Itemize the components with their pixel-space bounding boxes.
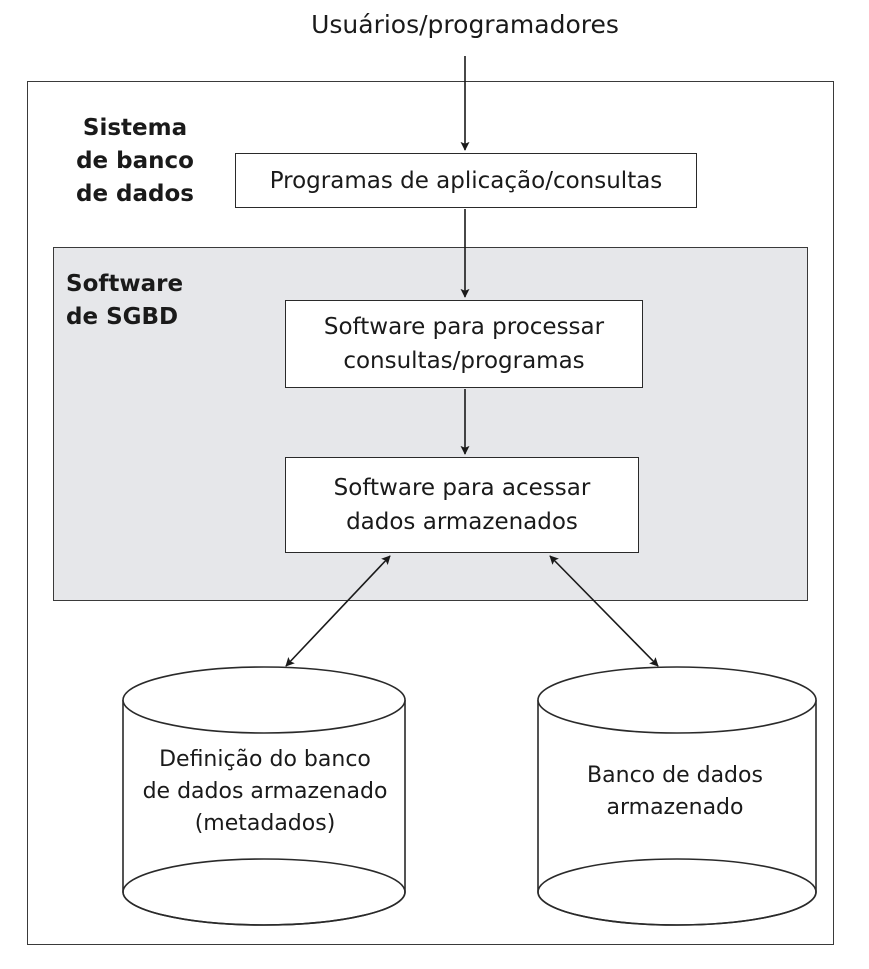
stored-database-cylinder-label: Banco de dados armazenado	[540, 760, 810, 824]
dbms-software-title-line: de SGBD	[66, 304, 179, 330]
stored-database-cylinder	[537, 666, 817, 926]
query-processing-label-line: Software para processar	[323, 314, 605, 340]
query-processing-box: Software para processar consultas/progra…	[285, 300, 643, 388]
application-programs-box: Programas de aplicação/consultas	[235, 153, 697, 208]
database-system-title: Sistema de banco de dados	[60, 112, 210, 211]
arrow-access-to-metadata	[285, 555, 391, 667]
stored-database-label-line: Banco de dados	[587, 763, 763, 788]
data-access-label-line: Software para acessar	[333, 475, 591, 501]
database-system-title-line: de banco	[76, 148, 194, 174]
arrow-access-to-data	[549, 555, 659, 667]
application-programs-label: Programas de aplicação/consultas	[269, 167, 663, 194]
data-access-label-line: dados armazenados	[346, 509, 578, 535]
metadata-cylinder-label-line: de dados armazenado	[142, 779, 388, 804]
metadata-cylinder-label-line: (metadados)	[194, 811, 336, 836]
users-programmers-label: Usuários/programadores	[311, 10, 619, 39]
database-system-title-line: Sistema	[82, 115, 188, 141]
stored-database-label-line: armazenado	[606, 795, 744, 820]
query-processing-label-line: consultas/programas	[343, 348, 585, 374]
metadata-cylinder-label-line: Definição do banco	[159, 747, 371, 772]
database-system-title-line: de dados	[75, 181, 194, 207]
dbms-software-title: Software de SGBD	[66, 268, 226, 334]
dbms-software-title-line: Software	[66, 271, 184, 297]
metadata-cylinder	[122, 666, 406, 926]
data-access-box: Software para acessar dados armazenados	[285, 457, 639, 553]
metadata-cylinder-label: Definição do banco de dados armazenado (…	[130, 744, 400, 840]
